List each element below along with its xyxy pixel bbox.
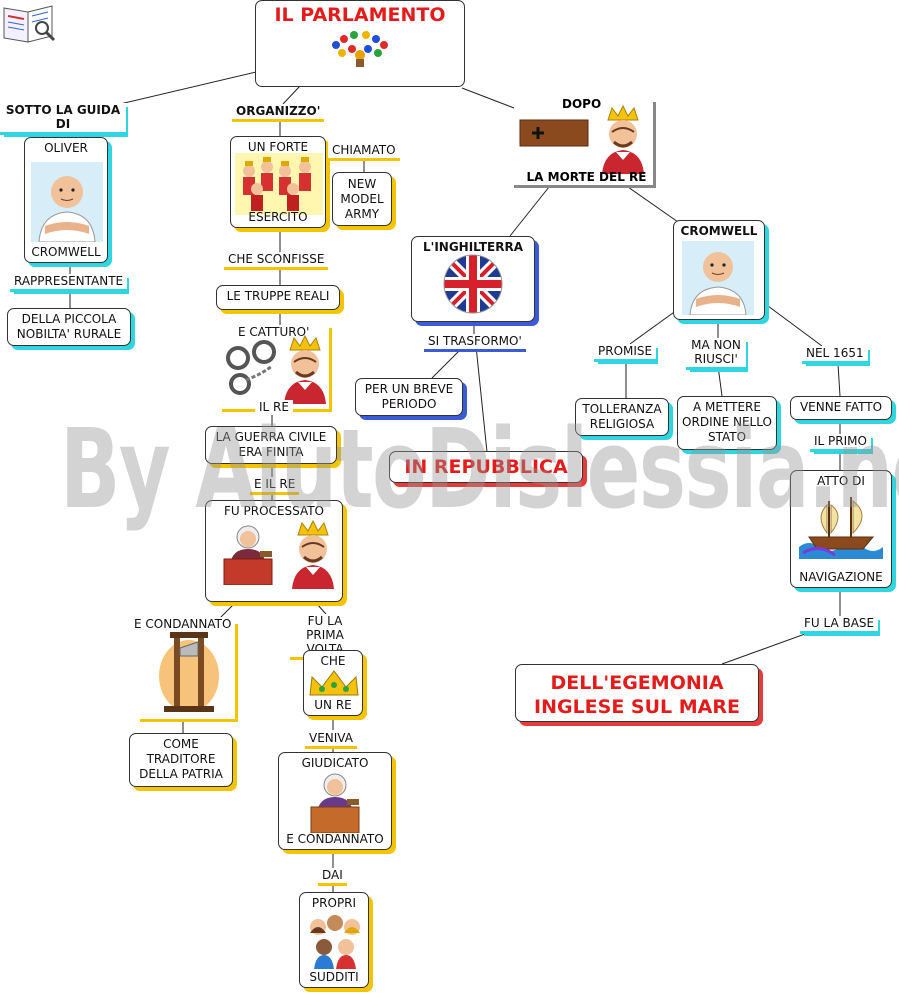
cromwell-right-text: CROMWELL — [680, 224, 758, 238]
node-truppe-reali: LE TRUPPE REALI — [216, 285, 340, 310]
navigazione-text: NAVIGAZIONE — [799, 570, 883, 584]
node-processato: FU PROCESSATO — [205, 500, 343, 602]
inghilterra-text: L'INGHILTERRA — [423, 240, 523, 254]
node-venne-fatto: VENNE FATTO — [790, 396, 892, 420]
coffin-icon — [519, 119, 589, 147]
label-il-re: IL RE — [255, 400, 293, 415]
un-re-text: UN RE — [314, 698, 352, 712]
judge-icon — [310, 773, 360, 833]
mettere-ordine-text: A METTERE ORDINE NELLO STATO — [682, 400, 772, 444]
node-mettere-ordine: A METTERE ORDINE NELLO STATO — [677, 396, 777, 450]
node-atto-navigazione: ATTO DI NAVIGAZIONE — [790, 470, 892, 588]
node-tolleranza: TOLLERANZA RELIGIOSA — [575, 398, 669, 436]
soldiers-icon — [235, 153, 323, 215]
label-e-catturo: E CATTURO' — [234, 325, 314, 340]
label-si-trasformo: SI TRASFORMO' — [424, 334, 526, 352]
judge-icon — [223, 525, 273, 585]
repubblica-text: IN REPUBBLICA — [404, 456, 568, 478]
esercito-top-text: UN FORTE — [247, 140, 309, 154]
book-icon — [3, 5, 56, 43]
giudicato-text: GIUDICATO — [301, 756, 369, 770]
uk-flag-icon — [443, 254, 503, 314]
title-text: IL PARLAMENTO — [274, 4, 446, 26]
ship-icon — [799, 497, 883, 559]
node-egemonia: DELL'EGEMONIA INGLESE SUL MARE — [515, 664, 759, 722]
crown-icon — [309, 670, 359, 696]
label-ma-non-riusci: MA NON RIUSCI' — [686, 338, 746, 370]
node-parlamento: IL PARLAMENTO — [255, 0, 465, 87]
node-morte-del-re: DOPO LA MORTE DEL RE — [514, 97, 656, 188]
label-fu-la-base: FU LA BASE — [800, 616, 879, 634]
traditore-text: COME TRADITORE DELLA PATRIA — [139, 737, 223, 781]
label-sotto-la-guida: SOTTO LA GUIDA DI — [0, 103, 126, 135]
egemonia-text: DELL'EGEMONIA INGLESE SUL MARE — [534, 672, 740, 718]
node-forte-esercito: UN FORTE ESERCITO — [230, 136, 326, 228]
node-sudditi: PROPRI SUDDITI — [299, 892, 369, 988]
label-dai: DAI — [318, 868, 347, 886]
label-organizzo: ORGANIZZO' — [232, 104, 325, 122]
morte-re-text: LA MORTE DEL RE — [526, 170, 647, 184]
parliament-icon — [332, 31, 388, 67]
label-nel-1651: NEL 1651 — [802, 346, 868, 364]
king-icon — [602, 104, 644, 174]
node-oliver-cromwell: OLIVER CROMWELL — [24, 137, 108, 263]
tolleranza-text: TOLLERANZA RELIGIOSA — [582, 402, 662, 431]
node-guerra-civile: LA GUERRA CIVILE ERA FINITA — [205, 426, 337, 464]
node-traditore: COME TRADITORE DELLA PATRIA — [129, 733, 233, 787]
label-prima-volta: FU LA PRIMA VOLTA — [290, 614, 360, 660]
node-repubblica: IN REPUBBLICA — [389, 451, 583, 483]
node-giudicato: GIUDICATO E CONDANNATO — [278, 752, 392, 850]
people-icon — [310, 915, 360, 969]
king-icon — [292, 519, 334, 589]
sudditi-text: SUDDITI — [309, 970, 359, 984]
guillotine-icon — [159, 632, 219, 712]
label-che-sconfisse: CHE SCONFISSE — [224, 252, 329, 270]
processato-text: FU PROCESSATO — [224, 504, 324, 518]
label-e-condannato: E CONDANNATO — [130, 617, 236, 632]
man-icon — [682, 241, 754, 315]
node-breve-periodo: PER UN BREVE PERIODO — [355, 378, 463, 416]
node-inghilterra: L'INGHILTERRA — [411, 236, 535, 322]
node-che-un-re: CHE UN RE — [303, 650, 363, 716]
propri-text: PROPRI — [311, 896, 357, 910]
king-icon — [284, 334, 326, 404]
piccola-nobilta-text: DELLA PICCOLA NOBILTA' RURALE — [16, 312, 122, 341]
label-veniva: VENIVA — [305, 731, 357, 749]
guillotine-panel — [140, 624, 238, 722]
atto-text: ATTO DI — [817, 474, 865, 488]
label-promise: PROMISE — [594, 344, 657, 362]
node-cromwell-right: CROMWELL — [673, 220, 765, 320]
handcuffs-icon — [226, 340, 276, 395]
dopo-text: DOPO — [562, 97, 602, 111]
truppe-reali-text: LE TRUPPE REALI — [226, 289, 330, 303]
label-e-il-re: E IL RE — [250, 477, 300, 495]
label-chiamato: CHIAMATO — [328, 143, 400, 161]
node-new-model-army: NEW MODEL ARMY — [332, 172, 392, 226]
venne-fatto-text: VENNE FATTO — [799, 400, 883, 414]
man-icon — [31, 162, 103, 242]
label-rappresentante: RAPPRESENTANTE — [10, 274, 128, 292]
breve-periodo-text: PER UN BREVE PERIODO — [364, 382, 454, 411]
che-text: CHE — [320, 654, 346, 668]
new-model-army-text: NEW MODEL ARMY — [340, 177, 384, 221]
esercito-bottom-text: ESERCITO — [248, 210, 308, 224]
cromwell-left-text: CROMWELL — [31, 245, 101, 259]
oliver-text: OLIVER — [44, 141, 88, 155]
label-il-primo: IL PRIMO — [810, 434, 871, 452]
giudicato-bottom-text: E CONDANNATO — [286, 832, 384, 846]
guerra-finita-text: LA GUERRA CIVILE ERA FINITA — [215, 430, 327, 459]
node-piccola-nobilta: DELLA PICCOLA NOBILTA' RURALE — [7, 308, 131, 346]
